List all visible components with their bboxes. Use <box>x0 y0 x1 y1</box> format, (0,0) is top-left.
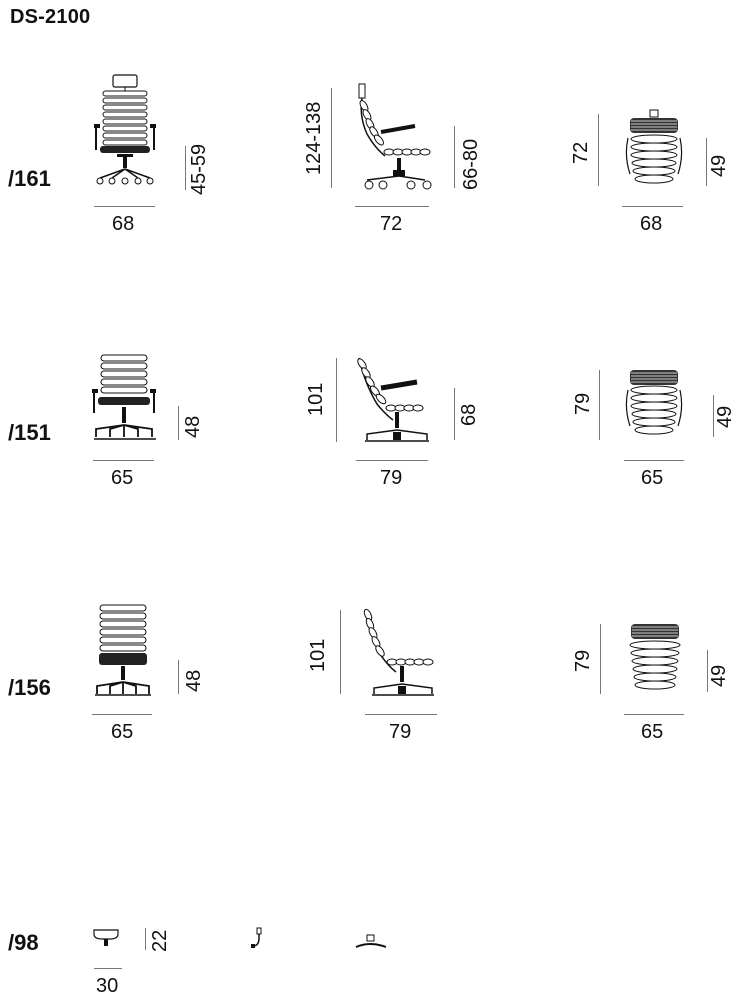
seat-height-161: 49 <box>708 154 730 177</box>
front-width-156: 65 <box>111 721 134 743</box>
top-depth-dim-line-156 <box>600 624 601 694</box>
model-code-161: /161 <box>8 166 51 191</box>
chair-front-view-161 <box>94 74 156 192</box>
chair-side-view-161 <box>353 82 433 192</box>
front-width-161: 68 <box>112 213 135 235</box>
chair-top-view-156 <box>624 624 686 696</box>
side-width-dim-line-161 <box>355 206 429 207</box>
top-width-dim-line-161 <box>622 206 683 207</box>
front-width-151: 65 <box>111 467 134 489</box>
chair-side-view-156 <box>362 606 438 698</box>
top-width-dim-line-151 <box>624 460 684 461</box>
front-width-dim-line-151 <box>93 460 154 461</box>
top-width-161: 68 <box>640 213 663 235</box>
side-height-156: 101 <box>307 638 329 672</box>
top-depth-156: 79 <box>572 649 594 672</box>
seat-height-dim-line-156 <box>707 650 708 692</box>
model-code-98: /98 <box>8 930 39 955</box>
seat-height-dim-line-151 <box>713 395 714 437</box>
side-width-156: 79 <box>389 721 412 743</box>
side-width-dim-line-151 <box>356 460 428 461</box>
headrest-height-dim-line-98 <box>145 928 146 950</box>
front-height-dim-line-161 <box>185 146 186 190</box>
chair-side-view-151 <box>355 354 431 444</box>
chair-front-view-156 <box>93 604 155 698</box>
front-height-dim-line-151 <box>178 406 179 440</box>
top-depth-161: 72 <box>570 141 592 164</box>
front-height-151: 48 <box>182 415 204 438</box>
arm-height-dim-line-151 <box>454 388 455 440</box>
side-height-161: 124-138 <box>303 101 325 175</box>
top-depth-dim-line-161 <box>598 114 599 186</box>
front-width-dim-line-161 <box>94 206 155 207</box>
arm-height-dim-line-161 <box>454 126 455 188</box>
seat-height-156: 49 <box>708 664 730 687</box>
top-width-156: 65 <box>641 721 664 743</box>
side-width-161: 72 <box>380 213 403 235</box>
top-width-dim-line-156 <box>624 714 684 715</box>
side-width-dim-line-156 <box>365 714 437 715</box>
chair-top-view-151 <box>622 370 686 440</box>
side-width-151: 79 <box>380 467 403 489</box>
side-height-151: 101 <box>305 382 327 416</box>
headrest-height-98: 22 <box>149 929 171 952</box>
seat-height-dim-line-161 <box>706 138 707 186</box>
top-depth-151: 79 <box>572 392 594 415</box>
side-height-dim-line-156 <box>340 610 341 694</box>
headrest-width-dim-line-98 <box>94 968 122 969</box>
chair-top-view-161 <box>622 108 686 192</box>
product-title: DS-2100 <box>10 6 91 28</box>
front-height-161: 45-59 <box>188 143 210 195</box>
front-height-156: 48 <box>183 669 205 692</box>
arm-height-151: 68 <box>458 403 480 426</box>
arm-height-161: 66-80 <box>460 138 482 190</box>
model-code-156: /156 <box>8 675 51 700</box>
front-height-dim-line-156 <box>178 660 179 694</box>
side-height-dim-line-151 <box>336 358 337 442</box>
headrest-width-98: 30 <box>96 975 119 997</box>
headrest-side-view-98 <box>251 926 264 948</box>
side-height-dim-line-161 <box>331 88 332 188</box>
top-depth-dim-line-151 <box>599 370 600 440</box>
headrest-top-view-98 <box>354 934 388 950</box>
seat-height-151: 49 <box>714 405 736 428</box>
headrest-front-view-98 <box>92 928 122 946</box>
chair-front-view-151 <box>92 353 156 443</box>
front-width-dim-line-156 <box>92 714 152 715</box>
top-width-151: 65 <box>641 467 664 489</box>
model-code-151: /151 <box>8 420 51 445</box>
